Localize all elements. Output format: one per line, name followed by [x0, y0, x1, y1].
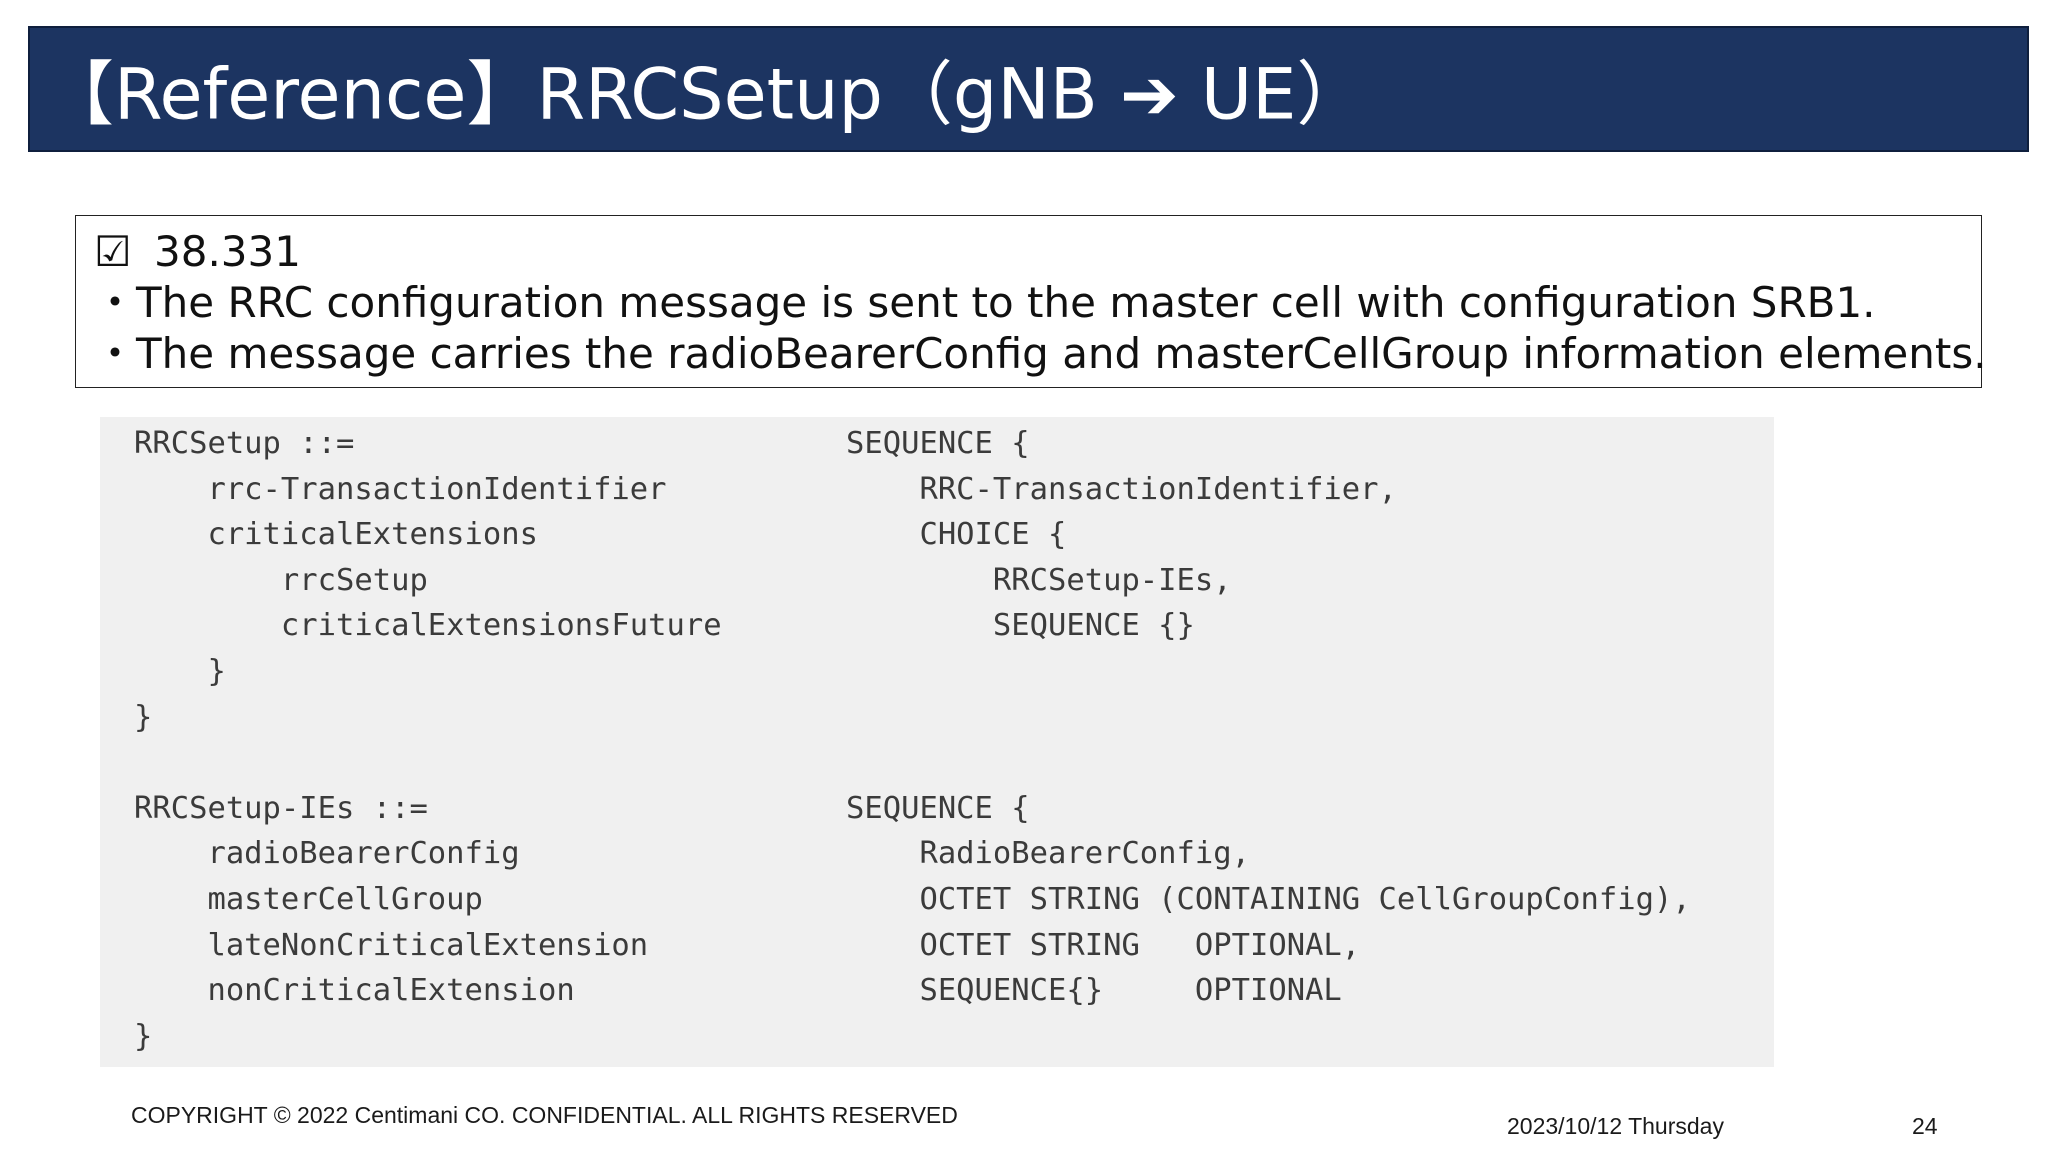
code-line-left: criticalExtensionsFuture	[134, 608, 722, 644]
spec-reference-line: ☑ 38.331	[94, 226, 1981, 277]
spec-info-box: ☑ 38.331 ・The RRC configuration message i…	[75, 215, 1987, 388]
bullet-information-elements: ・The message carries the radioBearerConf…	[94, 329, 1987, 378]
asn1-code-block: RRCSetup ::=SEQUENCE { rrc-TransactionId…	[100, 417, 1774, 1067]
title-bar: 【Reference】RRCSetup（gNB ➔ UE）	[28, 26, 2029, 152]
code-line-left: criticalExtensions	[134, 517, 538, 553]
slide-title: 【Reference】RRCSetup（gNB ➔ UE）	[44, 53, 1367, 136]
code-line-left: masterCellGroup	[134, 882, 483, 917]
code-line-left: rrc-TransactionIdentifier	[134, 471, 667, 507]
code-line-right: CHOICE {	[846, 517, 1067, 553]
code-line-right: OCTET STRING OPTIONAL,	[846, 927, 1361, 963]
code-line-left: RRCSetup ::=	[134, 426, 355, 461]
code-line-left: }	[134, 654, 226, 689]
code-line-right: RRC-TransactionIdentifier,	[846, 471, 1397, 507]
code-line-right: SEQUENCE{} OPTIONAL	[846, 973, 1342, 1009]
bullet-srb1: ・The RRC configuration message is sent t…	[94, 278, 1876, 327]
ballot-box-with-check-icon: ☑	[94, 227, 132, 276]
code-line-right: RadioBearerConfig,	[846, 836, 1250, 872]
spec-number: 38.331	[154, 227, 301, 276]
slide-date: 2023/10/12 Thursday	[1507, 1113, 1724, 1139]
code-line-left: RRCSetup-IEs ::=	[134, 790, 428, 826]
code-line-left: radioBearerConfig	[134, 836, 520, 872]
code-line-left: nonCriticalExtension	[134, 973, 575, 1009]
code-line-right: SEQUENCE {}	[846, 608, 1195, 644]
code-line-left: }	[134, 699, 153, 735]
code-line-right: OCTET STRING (CONTAINING CellGroupConfig…	[846, 882, 1691, 917]
code-line-left: rrcSetup	[134, 562, 428, 598]
code-line-left: lateNonCriticalExtension	[134, 927, 649, 963]
code-line-right: RRCSetup-IEs,	[846, 562, 1232, 598]
page-number: 24	[1912, 1113, 1938, 1139]
copyright-notice: COPYRIGHT © 2022 Centimani CO. CONFIDENT…	[131, 1102, 958, 1128]
code-line-right: SEQUENCE {	[846, 426, 1030, 461]
code-line-left: }	[134, 1018, 153, 1054]
code-line-right: SEQUENCE {	[846, 790, 1030, 826]
